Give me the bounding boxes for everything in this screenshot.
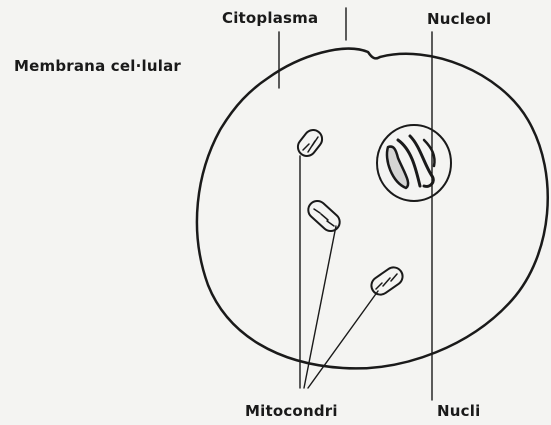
mitochondrion-2: [305, 197, 344, 234]
label-membrana-cellular: Membrana cel·lular: [14, 57, 181, 75]
label-nucli: Nucli: [437, 402, 480, 420]
nucleolus: [387, 147, 408, 188]
label-mitocondri: Mitocondri: [245, 402, 338, 420]
nucleus: [377, 125, 451, 201]
leader-mito-2: [304, 226, 336, 388]
leader-mito-3: [308, 291, 378, 388]
mitochondrion-3: [368, 264, 406, 298]
label-citoplasma: Citoplasma: [222, 9, 318, 27]
leader-lines: [279, 8, 432, 400]
cell-membrane: [197, 49, 548, 369]
mitochondrion-1: [294, 126, 325, 159]
label-nucleol: Nucleol: [427, 10, 491, 28]
